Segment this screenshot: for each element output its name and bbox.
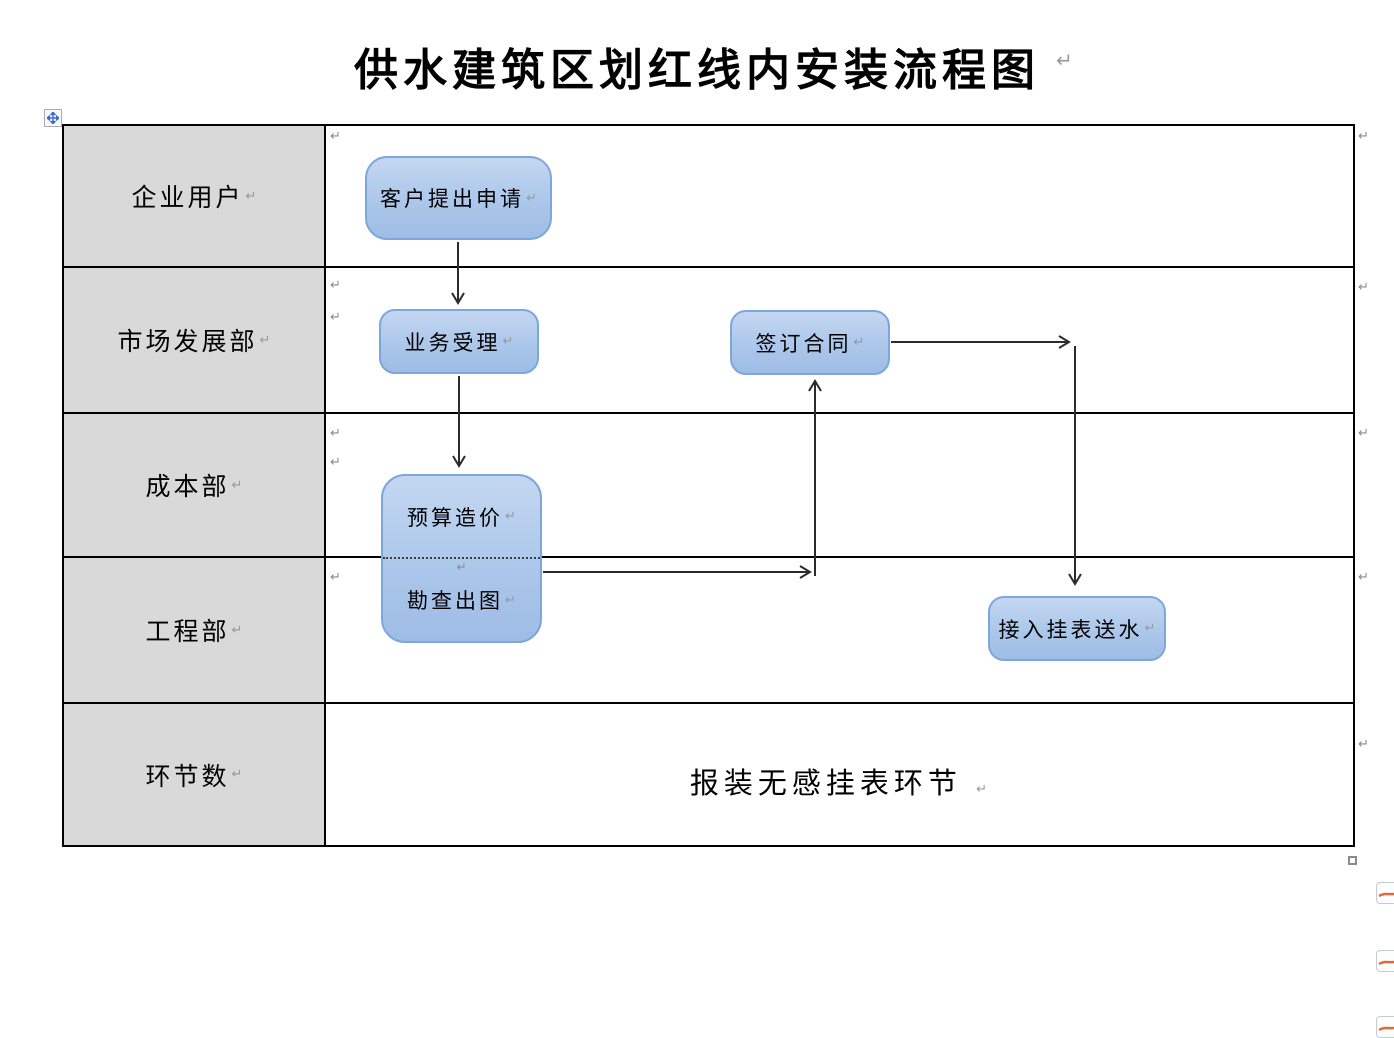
lane-label-text: 环节数 (145, 763, 230, 791)
paragraph-mark-icon: ↵ (502, 334, 514, 349)
paragraph-mark-icon: ↵ (330, 426, 341, 441)
move-cross-icon (47, 112, 59, 124)
margin-comment-icon[interactable] (1376, 882, 1394, 904)
lane-label-text: 市场发展部 (117, 329, 258, 356)
node-label: 勘查出图 (407, 589, 504, 613)
paragraph-mark-icon: ↵ (330, 570, 341, 585)
node-budget-and-survey[interactable]: 预算造价 ↵ ↵ 勘查出图 ↵ (381, 474, 542, 643)
paragraph-mark-icon: ↵ (505, 592, 516, 608)
step-count-text[interactable]: 报装无感挂表环节 ↵ (322, 760, 1355, 802)
node-survey-section: 勘查出图 ↵ (383, 559, 540, 641)
swimlane-table: 企业用户 ↵ 市场发展部 ↵ 成本部 ↵ 工程部 ↵ 环节数 ↵ (62, 124, 1355, 847)
node-meter-and-supply-water[interactable]: 接入挂表送水 ↵ (988, 596, 1166, 661)
paragraph-mark-icon: ↵ (1358, 426, 1369, 441)
paragraph-mark-icon: ↵ (330, 129, 341, 144)
paragraph-mark-icon: ↵ (245, 188, 257, 204)
page-title-text: 供水建筑区划红线内安装流程图 (354, 46, 1040, 95)
lane-cost-dept: 成本部 ↵ (64, 412, 1353, 556)
lane-label-text: 工程部 (145, 619, 230, 646)
lane-step-count: 环节数 ↵ (64, 702, 1353, 845)
lane-label-engineering-dept[interactable]: 工程部 ↵ (64, 558, 326, 702)
node-budget-section: 预算造价 ↵ (383, 476, 540, 557)
paragraph-mark-icon: ↵ (330, 455, 341, 470)
lane-label-market-dev-dept[interactable]: 市场发展部 ↵ (64, 268, 326, 412)
lane-engineering-dept: 工程部 ↵ (64, 556, 1353, 702)
paragraph-mark-icon: ↵ (1358, 737, 1369, 752)
node-label: 预算造价 (407, 505, 504, 530)
node-label: 接入挂表送水 (998, 617, 1143, 642)
margin-comment-icon[interactable] (1376, 950, 1394, 972)
paragraph-mark-icon: ↵ (1358, 570, 1369, 585)
node-customer-application[interactable]: 客户提出申请 ↵ (365, 156, 552, 240)
lane-label-enterprise-user[interactable]: 企业用户 ↵ (64, 126, 326, 266)
paragraph-mark-icon: ↵ (526, 190, 537, 206)
node-business-acceptance[interactable]: 业务受理 ↵ (379, 309, 539, 374)
paragraph-mark-icon: ↵ (231, 622, 243, 638)
paragraph-mark-icon: ↵ (231, 477, 243, 493)
paragraph-mark-icon: ↵ (456, 560, 467, 574)
paragraph-mark-icon: ↵ (259, 332, 271, 348)
paragraph-mark-icon: ↵ (1056, 48, 1073, 72)
paragraph-mark-icon: ↵ (853, 335, 865, 350)
lane-label-cost-dept[interactable]: 成本部 ↵ (64, 414, 326, 556)
paragraph-mark-icon: ↵ (231, 767, 243, 782)
lane-market-dev-dept: 市场发展部 ↵ (64, 266, 1353, 412)
node-label: 客户提出申请 (380, 187, 525, 211)
paragraph-mark-icon: ↵ (1144, 621, 1156, 636)
paragraph-mark-icon: ↵ (1358, 280, 1369, 295)
table-resize-handle[interactable] (1348, 856, 1357, 865)
node-label: 签订合同 (755, 331, 852, 356)
paragraph-mark-icon: ↵ (505, 509, 516, 524)
node-sign-contract[interactable]: 签订合同 ↵ (730, 310, 890, 375)
paragraph-mark-icon: ↵ (330, 278, 341, 293)
lane-label-step-count[interactable]: 环节数 ↵ (64, 704, 326, 845)
page-title[interactable]: 供水建筑区划红线内安装流程图 (0, 34, 1394, 98)
lane-label-text: 成本部 (145, 474, 230, 501)
lane-enterprise-user: 企业用户 ↵ (64, 126, 1353, 266)
paragraph-mark-icon: ↵ (330, 310, 341, 325)
step-count-label: 报装无感挂表环节 (689, 768, 962, 800)
lane-label-text: 企业用户 (131, 185, 244, 212)
paragraph-mark-icon: ↵ (1358, 129, 1369, 144)
margin-comment-icon[interactable] (1376, 1016, 1394, 1038)
table-move-handle[interactable] (44, 109, 62, 127)
paragraph-mark-icon: ↵ (976, 782, 988, 797)
lane-boundary-dotted-line: ↵ (383, 557, 540, 574)
node-label: 业务受理 (404, 330, 501, 355)
